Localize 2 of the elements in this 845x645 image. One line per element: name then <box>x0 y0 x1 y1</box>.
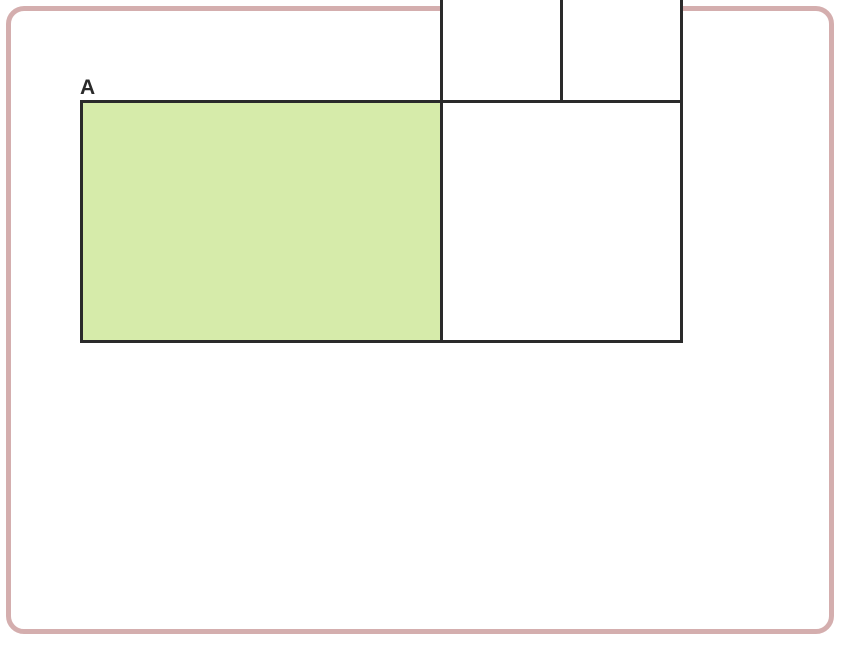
region-label: A <box>80 76 96 100</box>
frame-border <box>6 6 834 634</box>
